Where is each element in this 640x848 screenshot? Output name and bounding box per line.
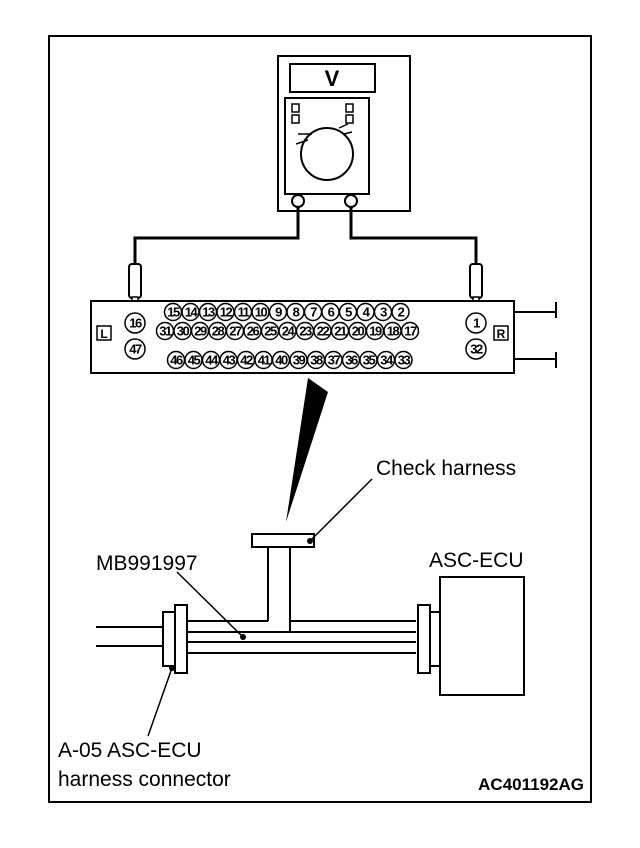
probe-right bbox=[469, 263, 483, 299]
pin-33-circle bbox=[394, 350, 413, 370]
pin-25-label: 25 bbox=[264, 324, 277, 339]
pin-14-label: 14 bbox=[185, 305, 199, 320]
voltmeter-dial bbox=[300, 127, 354, 181]
pin-45-label: 45 bbox=[188, 353, 201, 368]
pin-1-label: 1 bbox=[473, 316, 480, 331]
pin-15-label: 15 bbox=[167, 305, 180, 320]
pin-16-circle bbox=[124, 312, 146, 334]
figure-frame bbox=[48, 35, 592, 803]
pin-8-label: 8 bbox=[293, 305, 300, 320]
check-harness-leader bbox=[309, 478, 373, 542]
check-harness bbox=[251, 533, 315, 548]
voltmeter-terminal-left bbox=[291, 194, 305, 208]
connector-leader bbox=[147, 667, 173, 737]
pin-16-label: 16 bbox=[129, 316, 142, 331]
pin-12-label: 12 bbox=[220, 305, 233, 320]
pin-43-label: 43 bbox=[223, 353, 236, 368]
pin-1-circle bbox=[465, 312, 487, 334]
pin-9-label: 9 bbox=[275, 305, 282, 320]
pin-10-label: 10 bbox=[255, 305, 268, 320]
voltmeter-display bbox=[289, 63, 376, 93]
side-label-right: R bbox=[497, 327, 506, 341]
pin-17-circle bbox=[400, 321, 420, 341]
pin-44-label: 44 bbox=[205, 353, 219, 368]
pin-27-label: 27 bbox=[229, 324, 242, 339]
side-label-left: L bbox=[100, 327, 107, 341]
pin-39-label: 39 bbox=[293, 353, 306, 368]
pin-4-label: 4 bbox=[363, 305, 371, 320]
pin-11-label: 11 bbox=[238, 305, 250, 320]
label-check-harness: Check harness bbox=[376, 457, 516, 480]
pin-41-label: 41 bbox=[258, 353, 271, 368]
pin-36-label: 36 bbox=[345, 353, 358, 368]
pin-5-label: 5 bbox=[345, 305, 352, 320]
pin-22-label: 22 bbox=[317, 324, 330, 339]
pin-7-label: 7 bbox=[310, 305, 317, 320]
pin-38-label: 38 bbox=[310, 353, 323, 368]
pin-40-label: 40 bbox=[275, 353, 288, 368]
pin-21-label: 21 bbox=[334, 324, 347, 339]
pin-35-label: 35 bbox=[363, 353, 376, 368]
probe-left bbox=[128, 263, 142, 299]
pin-31-label: 31 bbox=[159, 324, 172, 339]
figure-code: AC401192AG bbox=[478, 775, 584, 794]
pin-23-label: 23 bbox=[299, 324, 312, 339]
pin-26-label: 26 bbox=[247, 324, 260, 339]
label-connector-line1: A-05 ASC-ECU bbox=[58, 739, 202, 762]
side-marker-right bbox=[493, 325, 509, 341]
pin-17-label: 17 bbox=[404, 324, 417, 339]
pin-18-label: 18 bbox=[387, 324, 400, 339]
asc-ecu bbox=[417, 576, 525, 696]
label-tool: MB991997 bbox=[96, 552, 198, 575]
pin-6-label: 6 bbox=[328, 305, 335, 320]
voltmeter: V bbox=[277, 55, 411, 212]
pin-13-label: 13 bbox=[202, 305, 215, 320]
pin-37-label: 37 bbox=[328, 353, 341, 368]
test-lead-right bbox=[349, 207, 478, 266]
pin-47-label: 47 bbox=[129, 342, 142, 357]
pin-28-label: 28 bbox=[212, 324, 225, 339]
harness-connector bbox=[96, 604, 188, 674]
pin-34-label: 34 bbox=[380, 353, 394, 368]
test-lead-left bbox=[133, 207, 300, 266]
label-ecu: ASC-ECU bbox=[429, 549, 524, 572]
pin-24-label: 24 bbox=[282, 324, 296, 339]
pin-32-circle bbox=[465, 338, 487, 360]
label-connector-line2: harness connector bbox=[58, 768, 231, 791]
voltmeter-terminal-right bbox=[344, 194, 358, 208]
pin-19-label: 19 bbox=[369, 324, 382, 339]
pin-33-label: 33 bbox=[398, 353, 411, 368]
pin-32-label: 32 bbox=[470, 342, 483, 357]
side-marker-left bbox=[96, 325, 112, 341]
pin-2-label: 2 bbox=[398, 305, 405, 320]
pin-42-label: 42 bbox=[240, 353, 253, 368]
pin-2-circle bbox=[391, 302, 410, 322]
detail-pointer bbox=[286, 378, 328, 522]
pin-3-label: 3 bbox=[380, 305, 387, 320]
tool-leader bbox=[176, 571, 244, 638]
pin-47-circle bbox=[124, 338, 146, 360]
pin-46-label: 46 bbox=[170, 353, 183, 368]
voltmeter-unit: V bbox=[325, 66, 340, 91]
pin-30-label: 30 bbox=[177, 324, 190, 339]
pin-29-label: 29 bbox=[194, 324, 207, 339]
pin-20-label: 20 bbox=[352, 324, 365, 339]
